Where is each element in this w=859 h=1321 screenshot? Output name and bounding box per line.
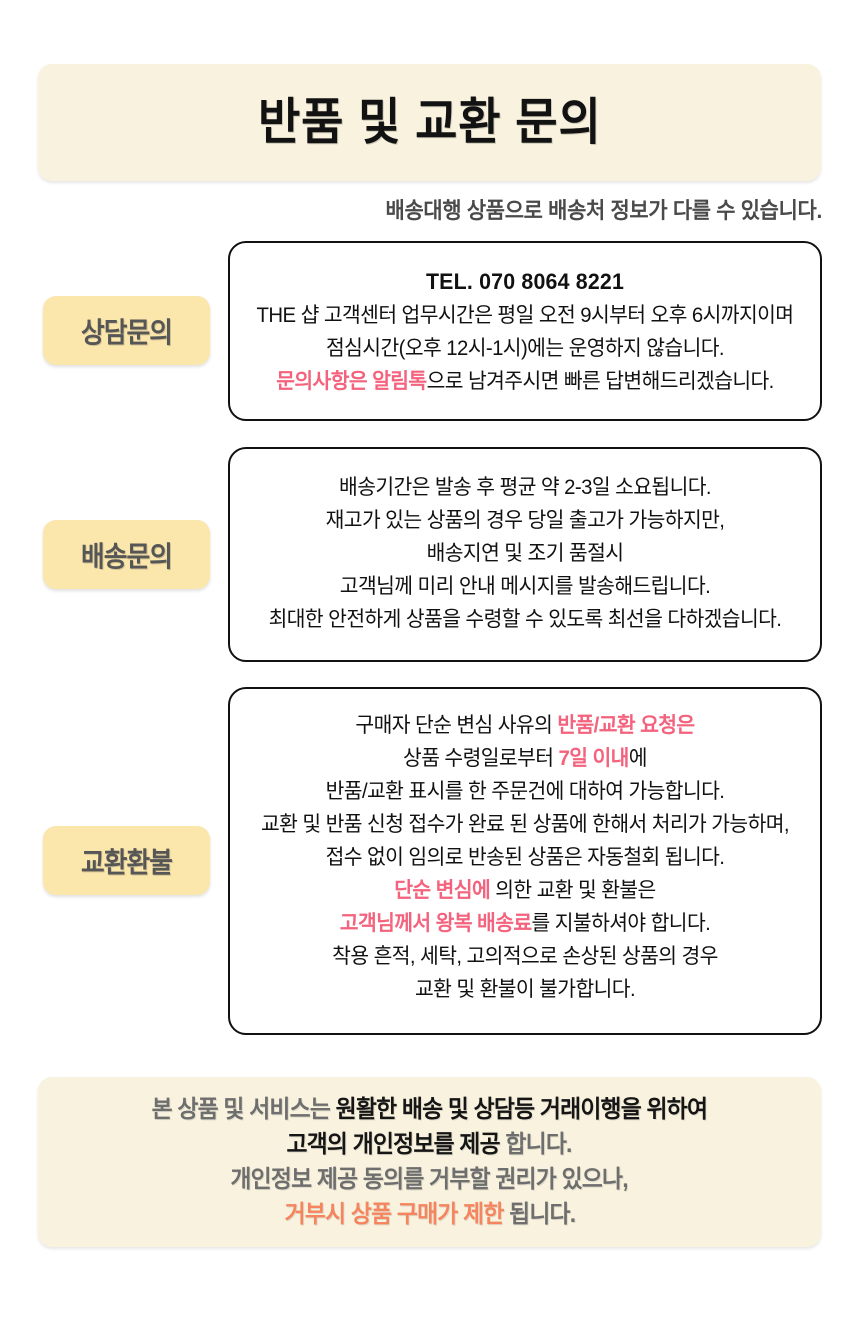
text-run: 구매자 단순 변심 사유의 [355, 714, 558, 737]
text-run: 배송지연 및 조기 품절시 [426, 542, 624, 565]
text-run: 점심시간(오후 12시-1시)에는 운영하지 않습니다. [325, 337, 725, 360]
footer-text-line: 개인정보 제공 동의를 거부할 권리가 있으나, [230, 1162, 629, 1197]
text-run: 반품/교환 표시를 한 주문건에 대하여 가능합니다. [325, 780, 725, 803]
text-run: 배송기간은 발송 후 평균 약 2-3일 소요됩니다. [339, 476, 712, 499]
text-run: 착용 흔적, 세탁, 고의적으로 손상된 상품의 경우 [332, 945, 718, 968]
text-run: TEL. 070 8064 8221 [425, 269, 625, 294]
text-run: 를 지불하셔야 합니다. [531, 912, 711, 935]
text-run: 의한 교환 및 환불은 [490, 879, 656, 902]
text-run: 본 상품 및 서비스는 [151, 1096, 336, 1123]
panel-text-line: 배송기간은 발송 후 평균 약 2-3일 소요됩니다. [252, 471, 797, 504]
text-run: 교환 및 환불이 불가합니다. [414, 978, 636, 1001]
panel-text-line: 문의사항은 알림톡으로 남겨주시면 빠른 답변해드리겠습니다. [252, 365, 797, 398]
section-tag-label: 상담문의 [80, 316, 173, 348]
footer-text-line: 고객의 개인정보를 제공 합니다. [286, 1127, 573, 1162]
text-run: 재고가 있는 상품의 경우 당일 출고가 가능하지만, [325, 509, 725, 532]
text-run: 교환 및 반품 신청 접수가 완료 된 상품에 한해서 처리가 가능하며, [261, 813, 790, 836]
text-run: 문의사항은 알림톡 [276, 370, 427, 393]
panel-text-line: 점심시간(오후 12시-1시)에는 운영하지 않습니다. [252, 332, 797, 365]
section-tag-exchange: 교환환불 [43, 826, 210, 895]
section-tag-shipping: 배송문의 [43, 520, 210, 589]
footer-text-line: 거부시 상품 구매가 제한 됩니다. [284, 1197, 575, 1232]
footer-text-line: 본 상품 및 서비스는 원활한 배송 및 상담등 거래이행을 위하여 [152, 1092, 708, 1127]
page-title: 반품 및 교환 문의 [257, 94, 602, 150]
subtitle-notice: 배송대행 상품으로 배송처 정보가 다를 수 있습니다. [385, 198, 823, 223]
text-run: 합니다. [500, 1131, 573, 1158]
panel-text-line: 상품 수령일로부터 7일 이내에 [252, 742, 797, 775]
text-run: THE 샵 고객센터 업무시간은 평일 오전 9시부터 오후 6시까지이며 [256, 304, 794, 327]
text-run: 반품/교환 요청은 [557, 714, 695, 737]
panel-text-line: 고객님께서 왕복 배송료를 지불하셔야 합니다. [252, 907, 797, 940]
section-tag-label: 배송문의 [80, 540, 173, 572]
panel-text-line: 반품/교환 표시를 한 주문건에 대하여 가능합니다. [252, 775, 797, 808]
text-run: 됩니다. [503, 1201, 576, 1228]
section-panel-shipping: 배송기간은 발송 후 평균 약 2-3일 소요됩니다. 재고가 있는 상품의 경우… [228, 447, 822, 662]
panel-text-line: 구매자 단순 변심 사유의 반품/교환 요청은 [252, 709, 797, 742]
text-run: 최대한 안전하게 상품을 수령할 수 있도록 최선을 다하겠습니다. [268, 608, 782, 631]
panel-text-line: 교환 및 반품 신청 접수가 완료 된 상품에 한해서 처리가 가능하며, [252, 808, 797, 841]
panel-text-line: 고객님께 미리 안내 메시지를 발송해드립니다. [252, 570, 797, 603]
header-banner: 반품 및 교환 문의 [38, 64, 821, 181]
text-run: 단순 변심에 [394, 879, 491, 902]
panel-text-line: 재고가 있는 상품의 경우 당일 출고가 가능하지만, [252, 504, 797, 537]
panel-text-line: 교환 및 환불이 불가합니다. [252, 973, 797, 1006]
text-run: 으로 남겨주시면 빠른 답변해드리겠습니다. [426, 370, 775, 393]
text-run: 7일 이내 [558, 747, 629, 770]
text-run: 원활한 배송 및 상담등 거래이행을 위하여 [335, 1096, 708, 1123]
text-run: 고객님께서 왕복 배송료 [339, 912, 532, 935]
panel-text-line: 최대한 안전하게 상품을 수령할 수 있도록 최선을 다하겠습니다. [252, 603, 797, 636]
text-run: 상품 수령일로부터 [403, 747, 559, 770]
panel-text-line: 접수 없이 임의로 반송된 상품은 자동철회 됩니다. [252, 841, 797, 874]
panel-text-line: THE 샵 고객센터 업무시간은 평일 오전 9시부터 오후 6시까지이며 [252, 299, 797, 332]
section-tag-label: 교환환불 [80, 846, 173, 878]
text-run: 거부시 상품 구매가 제한 [284, 1201, 504, 1228]
text-run: 고객의 개인정보를 제공 [286, 1131, 501, 1158]
section-tag-consult: 상담문의 [43, 296, 210, 365]
text-run: 개인정보 제공 동의를 거부할 권리가 있으나, [230, 1166, 629, 1193]
panel-text-line: 단순 변심에 의한 교환 및 환불은 [252, 874, 797, 907]
panel-text-line: 착용 흔적, 세탁, 고의적으로 손상된 상품의 경우 [252, 940, 797, 973]
text-run: 고객님께 미리 안내 메시지를 발송해드립니다. [339, 575, 711, 598]
text-run: 접수 없이 임의로 반송된 상품은 자동철회 됩니다. [325, 846, 725, 869]
panel-text-line: TEL. 070 8064 8221 [252, 265, 797, 298]
text-run: 에 [628, 747, 648, 770]
panel-text-line: 배송지연 및 조기 품절시 [252, 537, 797, 570]
